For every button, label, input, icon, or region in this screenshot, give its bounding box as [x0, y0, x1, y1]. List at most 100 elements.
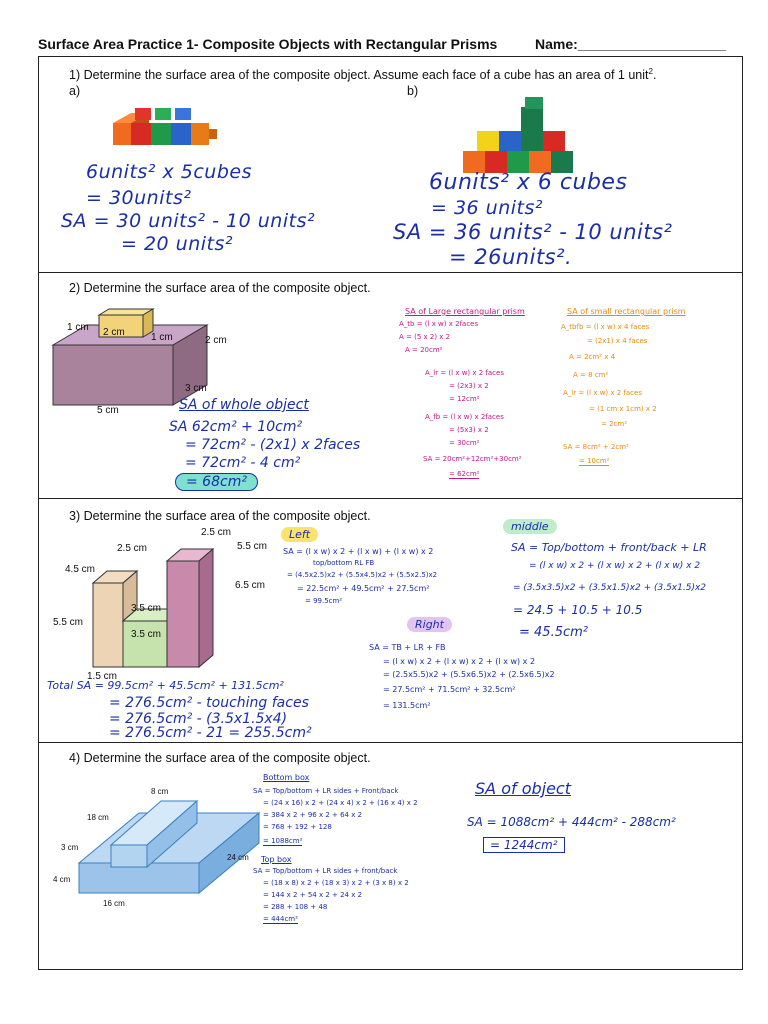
q4-bottom-line-2: = (24 x 16) x 2 + (24 x 4) x 2 + (16 x 4…: [263, 799, 418, 807]
worksheet-header: Surface Area Practice 1- Composite Objec…: [38, 36, 738, 56]
q4-dim-h-bottom: 4 cm: [53, 875, 71, 884]
q2-dim-big-h: 2 cm: [205, 335, 227, 346]
q1b-work-line-3: SA = 36 units² - 10 units²: [393, 220, 673, 244]
q2-small-line-8: SA = 8cm² + 2cm²: [563, 443, 629, 451]
q2-large-line-4: A_lr = (l x w) x 2 faces: [425, 369, 504, 377]
q3-dim-inner-2: 3.5 cm: [131, 629, 162, 640]
q1a-work-line-1: 6units² x 5cubes: [86, 161, 252, 183]
q4-top-line-3: = 144 x 2 + 54 x 2 + 24 x 2: [263, 891, 363, 899]
q2-dim-big-d: 3 cm: [185, 383, 207, 394]
q1b-work-line-4: = 26units².: [449, 245, 573, 269]
q2-whole-line-1: SA 62cm² + 10cm²: [169, 419, 303, 435]
q3-left-line-1: SA = (l x w) x 2 + (l x w) + (l x w) x 2: [283, 547, 434, 556]
q2-large-line-5: = (2x3) x 2: [449, 382, 489, 390]
q4-object-answer: = 1244cm²: [483, 837, 565, 853]
q3-dim-right-depth: 5.5 cm: [237, 541, 268, 552]
q3-right-line-1: SA = TB + LR + FB: [369, 643, 446, 652]
q3-dim-inner-1: 3.5 cm: [131, 603, 162, 614]
worksheet-frame: 1) Determine the surface area of the com…: [38, 56, 743, 970]
q3-left-line-5: = 99.5cm²: [305, 597, 343, 605]
q2-small-line-2: = (2x1) x 4 faces: [587, 337, 648, 345]
q2-whole-line-2: = 72cm² - (2x1) x 2faces: [185, 437, 361, 453]
q1a-cubes-image: [113, 108, 217, 145]
question-4: 4) Determine the surface area of the com…: [39, 743, 742, 969]
q4-top-title: Top box: [261, 855, 292, 864]
q3-left-tag: Left: [281, 527, 319, 542]
q1b-work-line-2: = 36 units²: [431, 197, 544, 219]
q2-small-line-6: = (1 cm x 1cm) x 2: [589, 405, 657, 413]
q1-prompt: 1) Determine the surface area of the com…: [69, 67, 656, 82]
q3-dim-right-h: 6.5 cm: [235, 580, 266, 591]
q1-prompt-text: 1) Determine the surface area of the com…: [69, 68, 649, 83]
q2-large-line-1: A_tb = (l x w) x 2faces: [399, 320, 479, 328]
q2-small-line-3: A = 2cm² x 4: [569, 353, 616, 361]
q4-bottom-line-3: = 384 x 2 + 96 x 2 + 64 x 2: [263, 811, 363, 819]
q3-dim-bottom: 1.5 cm: [87, 671, 118, 682]
q2-large-line-9: = 30cm²: [449, 439, 480, 447]
q3-middle-line-4: = 24.5 + 10.5 + 10.5: [513, 603, 643, 617]
q3-left-line-2: top/bottom RL FB: [313, 559, 375, 567]
name-field-label: Name:___________________: [535, 36, 726, 52]
q1-b-label: b): [407, 84, 419, 98]
q2-small-line-5: A_lr = (l x w) x 2 faces: [563, 389, 642, 397]
q2-dim-small-d: 1 cm: [151, 332, 173, 343]
q3-middle-line-3: = (3.5x3.5)x2 + (3.5x1.5)x2 + (3.5x1.5)x…: [513, 583, 707, 593]
q3-middle-line-2: = (l x w) x 2 + (l x w) x 2 + (l x w) x …: [529, 561, 701, 571]
q1a-work-line-4: = 20 units²: [121, 233, 234, 255]
worksheet-title: Surface Area Practice 1- Composite Objec…: [38, 36, 498, 52]
q3-right-tag: Right: [407, 617, 452, 632]
q4-object-line-1: SA = 1088cm² + 444cm² - 288cm²: [467, 815, 676, 829]
q4-top-answer: = 444cm²: [263, 915, 298, 924]
q4-object-title: SA of object: [475, 779, 571, 798]
q2-large-line-8: = (5x3) x 2: [449, 426, 489, 434]
q4-dim-bottom: 16 cm: [103, 899, 125, 908]
q3-total-line-2: = 276.5cm² - touching faces: [109, 695, 309, 711]
q1b-cubes-image: [463, 97, 573, 173]
q2-dim-small-w: 2 cm: [103, 327, 125, 338]
q4-bottom-line-1: SA = Top/bottom + LR sides + Front/back: [253, 787, 399, 795]
q4-top-line-2: = (18 x 8) x 2 + (18 x 3) x 2 + (3 x 8) …: [263, 879, 409, 887]
q2-whole-title: SA of whole object: [179, 397, 309, 413]
q3-dim-top-left: 2.5 cm: [117, 543, 148, 554]
question-1: 1) Determine the surface area of the com…: [39, 57, 742, 273]
q4-bottom-line-4: = 768 + 192 + 128: [263, 823, 332, 831]
q2-large-title: SA of Large rectangular prism: [405, 307, 525, 316]
q2-large-line-3: A = 20cm²: [405, 346, 443, 354]
q2-large-line-6: = 12cm²: [449, 395, 480, 403]
q3-right-line-5: = 131.5cm²: [383, 701, 431, 710]
q2-diagram: [51, 308, 209, 406]
q2-small-line-7: = 2cm²: [601, 420, 628, 428]
q3-dim-left-side: 5.5 cm: [53, 617, 84, 628]
q3-middle-tag: middle: [503, 519, 557, 534]
q4-diagram: [77, 799, 261, 895]
q1b-work-line-1: 6units² x 6 cubes: [429, 170, 628, 195]
q2-small-answer: = 10cm²: [579, 457, 610, 466]
q3-right-line-3: = (2.5x5.5)x2 + (5.5x6.5)x2 + (2.5x6.5)x…: [383, 670, 555, 679]
q2-large-line-7: A_fb = (l x w) x 2faces: [425, 413, 504, 421]
q3-prompt: 3) Determine the surface area of the com…: [69, 509, 371, 523]
q2-dim-small-h: 1 cm: [67, 322, 89, 333]
q2-small-title: SA of small rectangular prism: [567, 307, 686, 316]
q3-total-line-1: Total SA = 99.5cm² + 45.5cm² + 131.5cm²: [47, 679, 284, 692]
q2-small-line-1: A_tbfb = (l x w) x 4 faces: [561, 323, 650, 331]
q4-prompt: 4) Determine the surface area of the com…: [69, 751, 371, 765]
q1a-work-line-3: SA = 30 units² - 10 units²: [61, 210, 316, 232]
q1-prompt-end: .: [652, 68, 657, 83]
q4-dim-depth-top: 18 cm: [87, 813, 109, 822]
q4-dim-h-top: 3 cm: [61, 843, 79, 852]
q2-large-line-2: A = (5 x 2) x 2: [399, 333, 451, 341]
q4-dim-right: 24 cm: [227, 853, 249, 862]
question-2: 2) Determine the surface area of the com…: [39, 273, 742, 499]
q2-large-answer: = 62cm²: [449, 470, 480, 479]
question-3: 3) Determine the surface area of the com…: [39, 499, 742, 743]
q1a-work-line-2: = 30units²: [86, 187, 192, 209]
q4-dim-top: 8 cm: [151, 787, 169, 796]
q3-total-line-4: = 276.5cm² - 21 = 255.5cm²: [109, 725, 312, 741]
q2-large-line-10: SA = 20cm²+12cm²+30cm²: [423, 455, 522, 463]
q3-right-line-4: = 27.5cm² + 71.5cm² + 32.5cm²: [383, 685, 516, 694]
q3-dim-top-right: 2.5 cm: [201, 527, 232, 538]
q4-bottom-answer: = 1088cm²: [263, 837, 303, 846]
q3-middle-line-1: SA = Top/bottom + front/back + LR: [511, 541, 707, 554]
q2-whole-line-3: = 72cm² - 4 cm²: [185, 455, 301, 471]
q4-bottom-title: Bottom box: [263, 773, 310, 782]
